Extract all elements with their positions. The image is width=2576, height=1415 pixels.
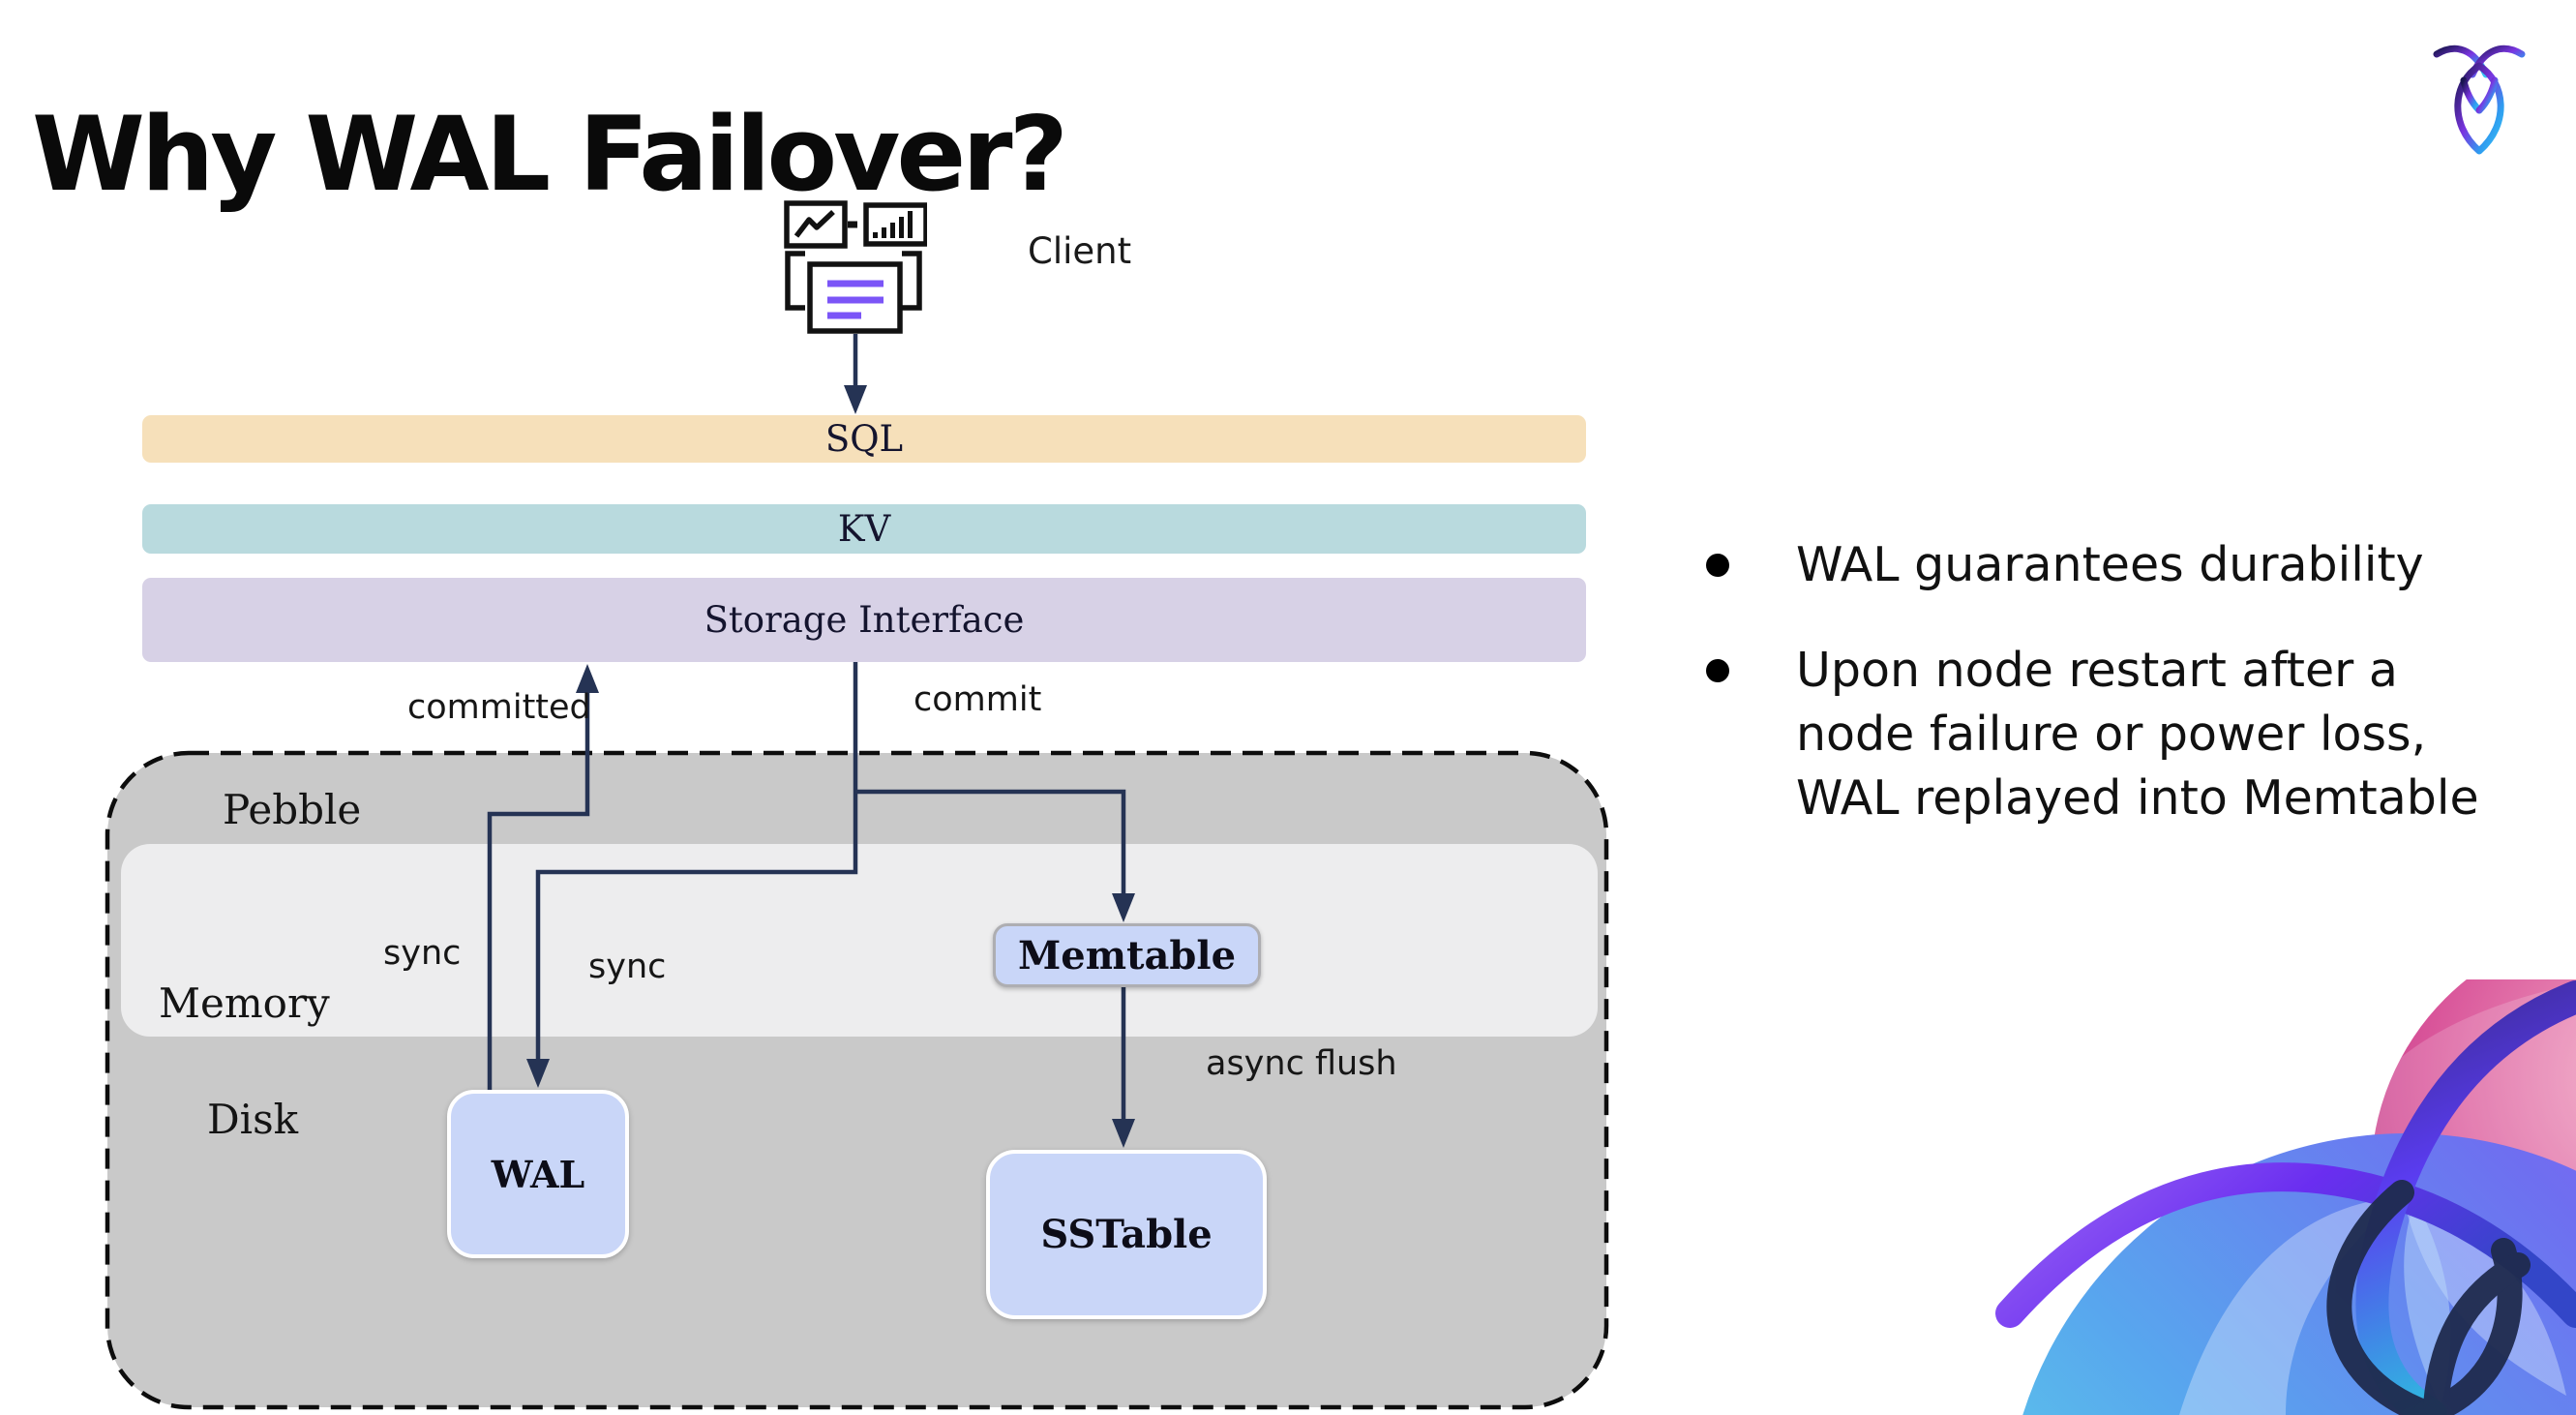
memory-band bbox=[121, 844, 1598, 1037]
disk-label: Disk bbox=[207, 1096, 299, 1143]
node-sstable: SSTable bbox=[986, 1150, 1267, 1319]
edge-label-commit: commit bbox=[914, 680, 1042, 719]
bullet-dot-icon bbox=[1706, 554, 1729, 577]
node-memtable-label: Memtable bbox=[1017, 932, 1237, 978]
edge-label-sync-left: sync bbox=[383, 934, 462, 973]
edge-label-committed: committed bbox=[407, 688, 591, 727]
node-wal-label: WAL bbox=[491, 1152, 585, 1196]
layer-kv-label: KV bbox=[837, 508, 891, 550]
gradient-spheres-decoration-icon bbox=[1995, 979, 2576, 1415]
layer-kv: KV bbox=[142, 504, 1586, 554]
client-label: Client bbox=[1028, 230, 1132, 272]
cockroachdb-logo-icon bbox=[2433, 45, 2526, 155]
client-dashboard-icon bbox=[784, 200, 927, 334]
bullet-list: WAL guarantees durability Upon node rest… bbox=[1706, 533, 2576, 872]
layer-storage-interface: Storage Interface bbox=[142, 578, 1586, 662]
page-title: Why WAL Failover? bbox=[32, 95, 1068, 215]
bullet-1-line-1: WAL guarantees durability bbox=[1796, 537, 2424, 592]
pebble-label: Pebble bbox=[223, 786, 362, 833]
edge-label-async-flush: async flush bbox=[1206, 1044, 1397, 1083]
node-wal: WAL bbox=[447, 1090, 629, 1258]
layer-storage-label: Storage Interface bbox=[704, 599, 1025, 641]
bullet-2-line-3: WAL replayed into Memtable bbox=[1796, 770, 2479, 826]
layer-sql: SQL bbox=[142, 415, 1586, 463]
edge-label-sync-right: sync bbox=[588, 948, 667, 986]
layer-sql-label: SQL bbox=[824, 418, 904, 460]
list-item: WAL guarantees durability bbox=[1706, 533, 2576, 597]
arrowhead-sql bbox=[844, 385, 867, 414]
memory-label: Memory bbox=[159, 979, 330, 1027]
bullet-dot-icon bbox=[1706, 659, 1729, 682]
bullet-2-line-1: Upon node restart after a bbox=[1796, 643, 2398, 698]
node-sstable-label: SSTable bbox=[1040, 1212, 1213, 1257]
node-memtable: Memtable bbox=[993, 923, 1261, 987]
bullet-2-line-2: node failure or power loss, bbox=[1796, 707, 2427, 762]
list-item: Upon node restart after a node failure o… bbox=[1706, 639, 2576, 830]
